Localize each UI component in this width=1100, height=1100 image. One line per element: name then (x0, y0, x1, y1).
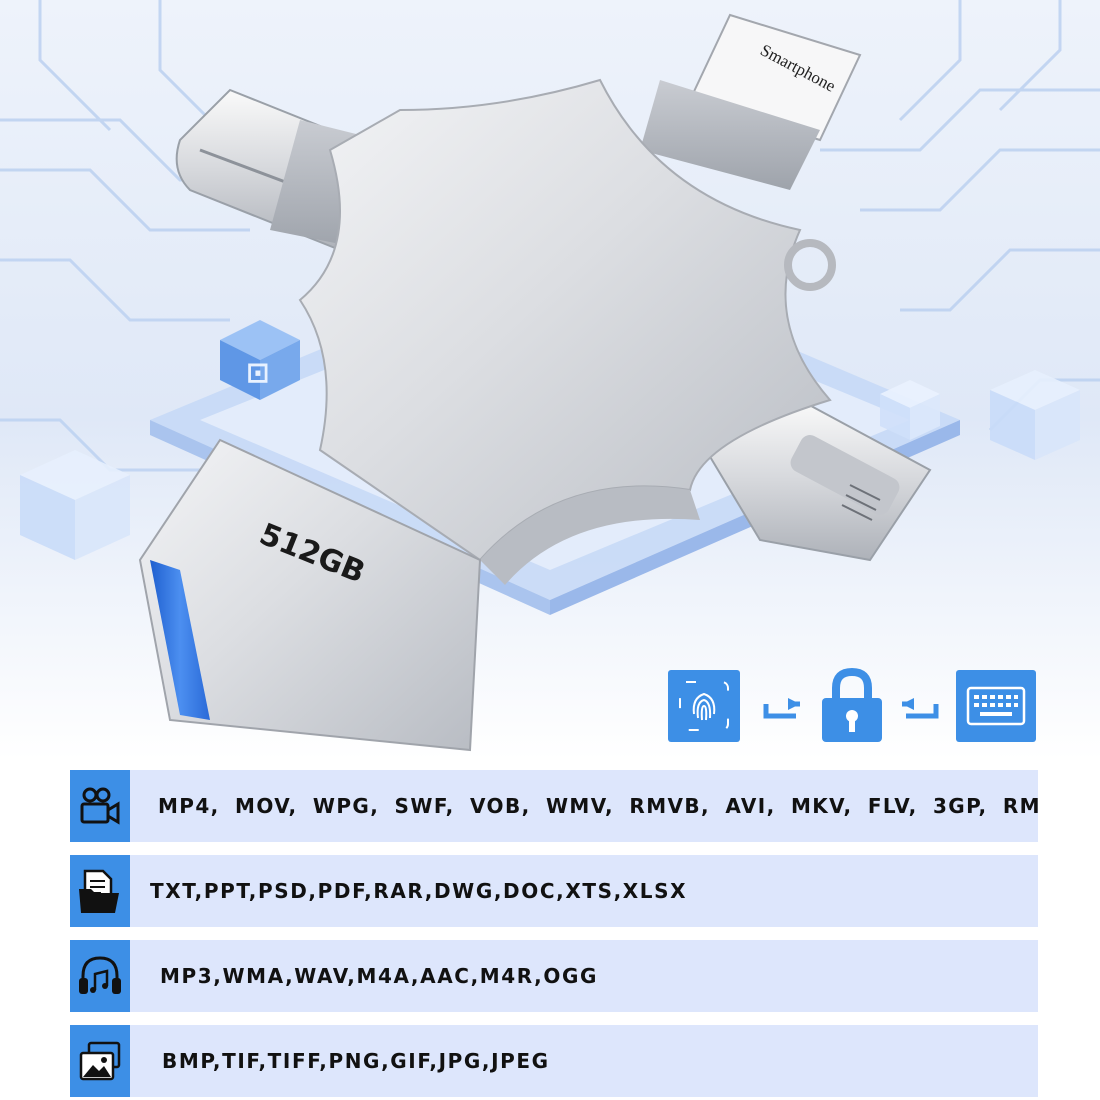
arrow-icon (902, 698, 939, 719)
format-list-audio: MP3,WMA,WAV,M4A,AAC,M4R,OGG (160, 964, 598, 988)
svg-text:⊡: ⊡ (246, 356, 269, 389)
lightning-connector: Smartphone (640, 13, 862, 190)
format-row-video: MP4, MOV, WPG, SWF, VOB, WMV, RMVB, AVI,… (70, 770, 1041, 842)
photo-gallery-icon (70, 1025, 130, 1097)
product-hero-image: ⊡ Smartphone (0, 0, 1100, 760)
micro-usb-connector (698, 398, 932, 562)
format-row-images: BMP,TIF,TIFF,PNG,GIF,JPG,JPEG (70, 1025, 1038, 1097)
decorative-cubes: ⊡ (20, 320, 1080, 560)
format-list-video: MP4, MOV, WPG, SWF, VOB, WMV, RMVB, AVI,… (158, 794, 1041, 818)
format-list-documents: TXT,PPT,PSD,PDF,RAR,DWG,DOC,XTS,XLSX (150, 879, 688, 903)
format-row-audio: MP3,WMA,WAV,M4A,AAC,M4R,OGG (70, 940, 1038, 1012)
flash-drive-body (298, 78, 836, 585)
arrow-icon (763, 698, 800, 719)
keyboard-icon (956, 670, 1036, 742)
document-folder-icon (70, 855, 130, 927)
lock-icon (816, 667, 888, 742)
usb-a-connector: 512GB (138, 438, 482, 752)
format-row-documents: TXT,PPT,PSD,PDF,RAR,DWG,DOC,XTS,XLSX (70, 855, 1038, 927)
format-list-images: BMP,TIF,TIFF,PNG,GIF,JPG,JPEG (162, 1049, 550, 1073)
video-camera-icon (70, 770, 130, 842)
security-strip (668, 660, 1038, 744)
fingerprint-icon (668, 670, 740, 742)
headphones-music-icon (70, 940, 130, 1012)
circuit-background (0, 0, 1100, 472)
